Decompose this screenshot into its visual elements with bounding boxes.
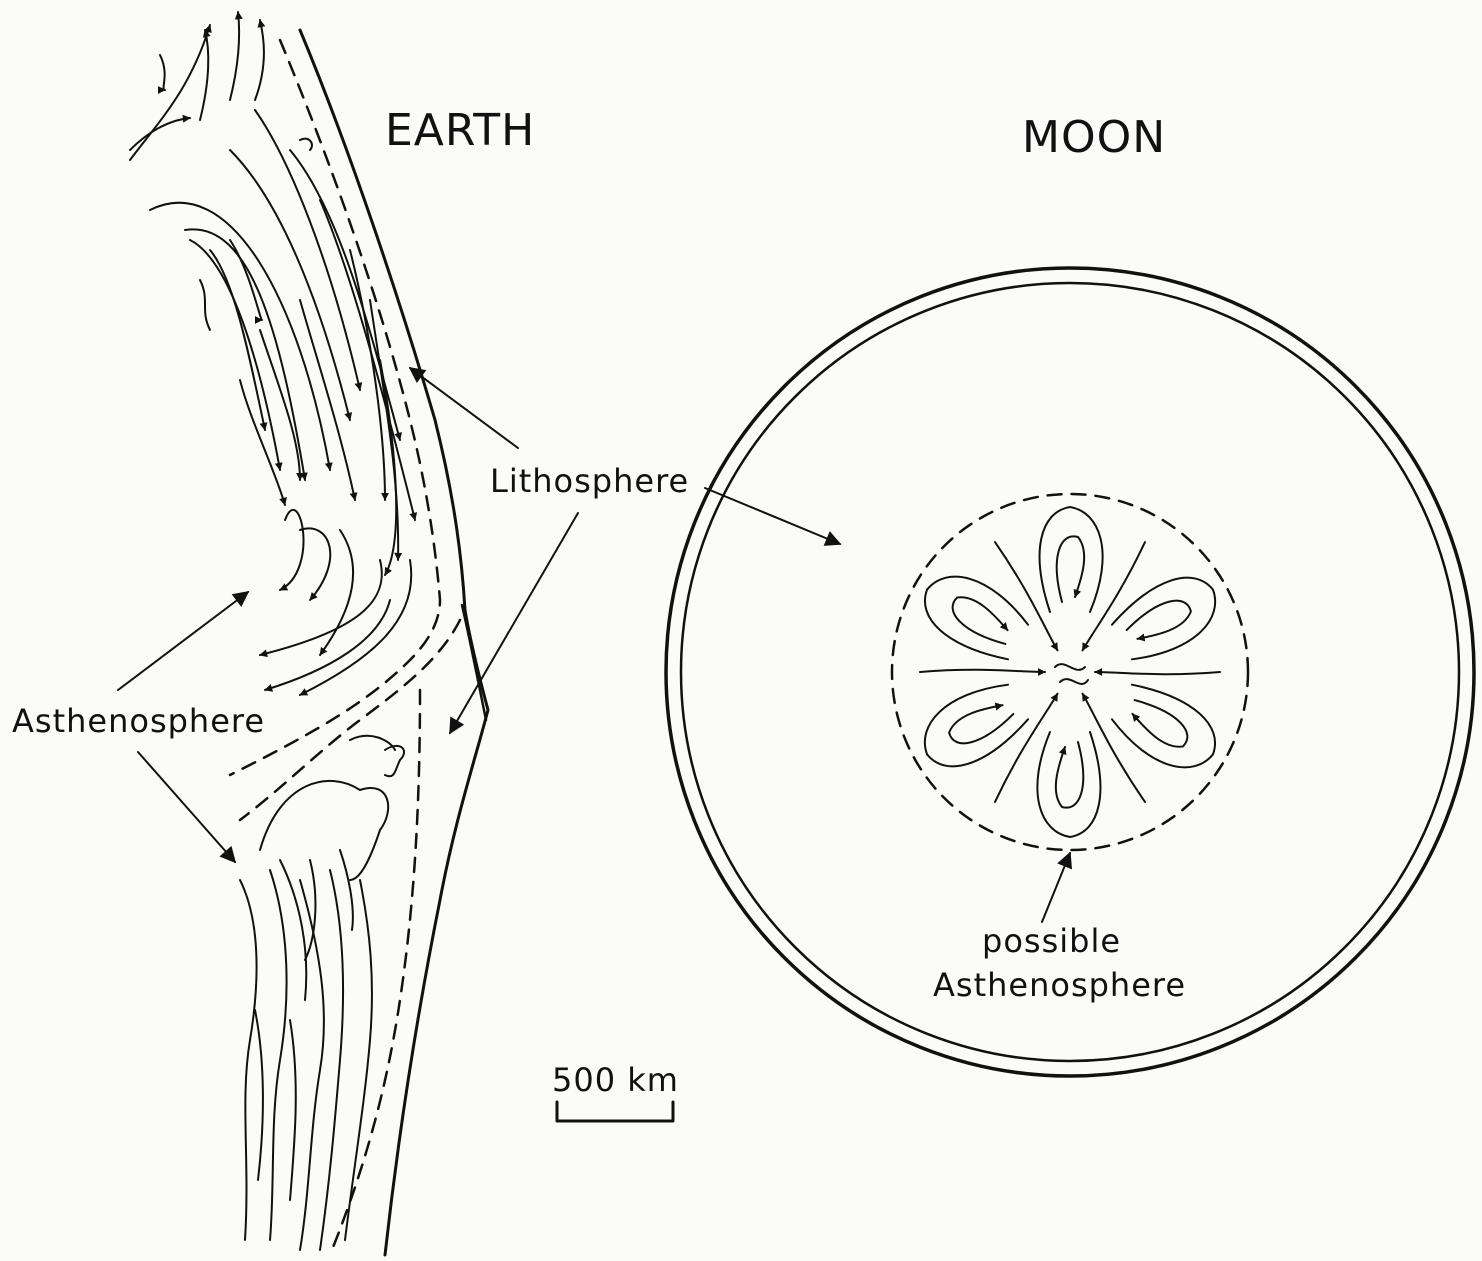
earth-plume-lines	[240, 736, 404, 1250]
earth-inner-branch	[462, 605, 486, 720]
moon-cell	[1040, 507, 1103, 612]
asthenosphere-label: Asthenosphere	[12, 702, 265, 740]
moon-asthenosphere-boundary	[892, 494, 1248, 850]
scale-bar-line	[557, 1102, 673, 1121]
possible-asthenosphere-label: Asthenosphere	[933, 966, 1186, 1004]
earth-section	[130, 12, 488, 1255]
scale-bar: 500 km	[552, 1061, 679, 1121]
lithosphere-callout: Lithosphere	[410, 368, 840, 733]
lithosphere-label: Lithosphere	[490, 462, 689, 500]
lithosphere-pointer-earth-lower	[450, 513, 578, 733]
moon-convection-cells	[911, 507, 1229, 837]
moon-cell	[1106, 676, 1228, 783]
possible-asthenosphere-callout: possible Asthenosphere	[933, 853, 1186, 1004]
earth-flow-lines	[130, 12, 415, 695]
moon-cell	[1037, 732, 1100, 837]
moon-cell	[912, 561, 1034, 668]
asthenosphere-pointer-lower	[138, 752, 235, 862]
possible-asthenosphere-pointer	[1042, 853, 1070, 922]
lithosphere-pointer-moon	[705, 488, 840, 544]
possible-label: possible	[982, 922, 1121, 960]
scale-label: 500 km	[552, 1061, 679, 1099]
asthenosphere-pointer-upper	[118, 592, 248, 690]
earth-title: EARTH	[385, 105, 535, 156]
lithosphere-pointer-earth-upper	[410, 368, 518, 448]
moon-title: MOON	[1022, 112, 1166, 163]
asthenosphere-callout: Asthenosphere	[12, 592, 265, 862]
